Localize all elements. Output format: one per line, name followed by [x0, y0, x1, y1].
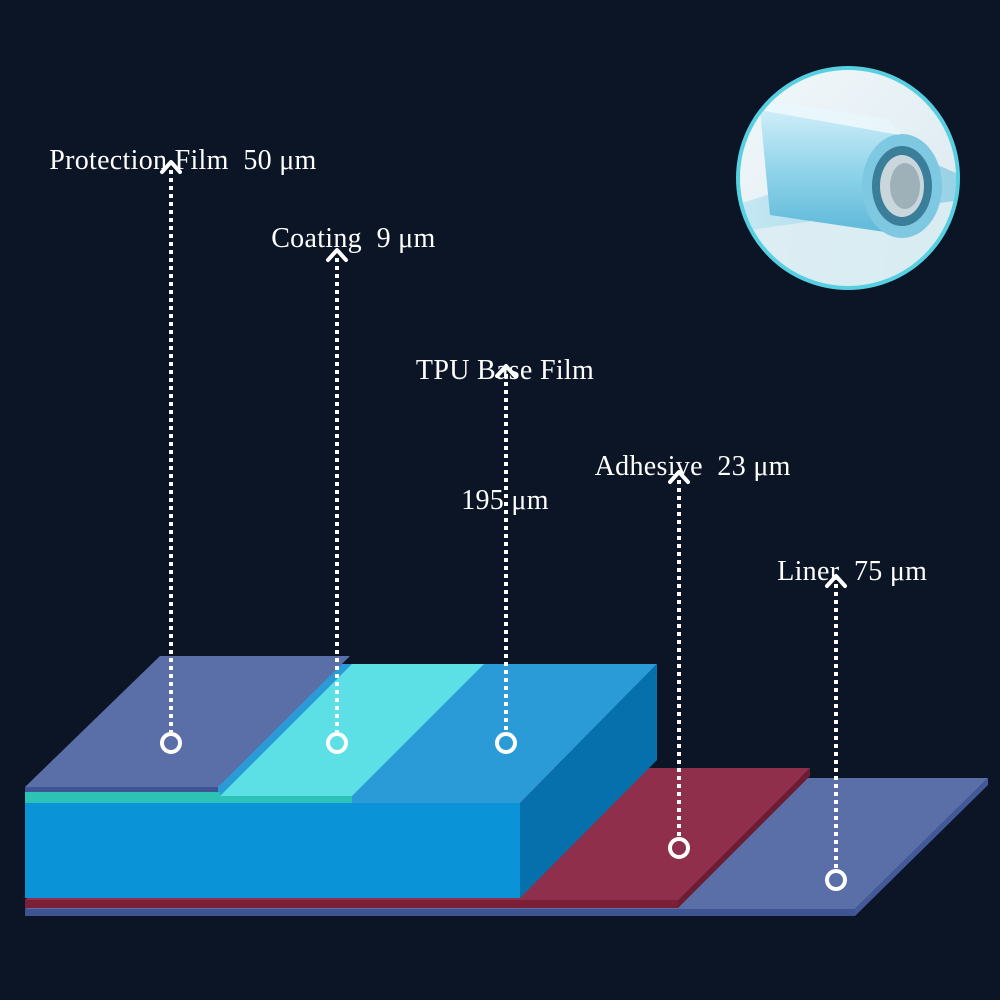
- label-protection-film-thickness: 50 μm: [243, 145, 317, 177]
- label-tpu-name: TPU Base Film: [415, 354, 595, 386]
- label-coating-thickness: 9 μm: [376, 223, 436, 255]
- label-tpu-base-film: TPU Base Film 195 μm: [380, 262, 630, 609]
- arrow-anchor-coating: [326, 732, 348, 754]
- arrow-group: [160, 160, 847, 891]
- label-adhesive-name: Adhesive: [594, 451, 703, 483]
- arrow-head-icon-protection: [160, 160, 182, 174]
- arrow-anchor-tpu: [495, 732, 517, 754]
- arrow-head-icon-adhesive: [668, 470, 690, 484]
- label-adhesive-thickness: 23 μm: [717, 451, 791, 483]
- arrow-anchor-liner: [825, 869, 847, 891]
- label-tpu-thickness: 195 μm: [461, 484, 549, 516]
- arrow-anchor-adhesive: [668, 837, 690, 859]
- arrow-head-icon-coating: [326, 248, 348, 262]
- label-coating-name: Coating: [271, 223, 362, 255]
- film-roll-photo-icon: [736, 66, 960, 290]
- coating-layer: [25, 664, 484, 803]
- arrow-head-icon-tpu: [495, 364, 517, 378]
- label-protection-film: Protection Film 50 μm: [20, 96, 317, 226]
- label-liner-name: Liner: [777, 556, 840, 588]
- arrow-head-icon-liner: [825, 574, 847, 588]
- protection-film-layer: [25, 656, 350, 792]
- label-coating: Coating 9 μm: [242, 174, 436, 304]
- label-liner-thickness: 75 μm: [853, 556, 928, 588]
- arrow-anchor-protection: [160, 732, 182, 754]
- label-liner: Liner 75 μm: [748, 507, 927, 637]
- label-adhesive: Adhesive 23 μm: [567, 402, 791, 532]
- label-protection-film-name: Protection Film: [49, 145, 229, 177]
